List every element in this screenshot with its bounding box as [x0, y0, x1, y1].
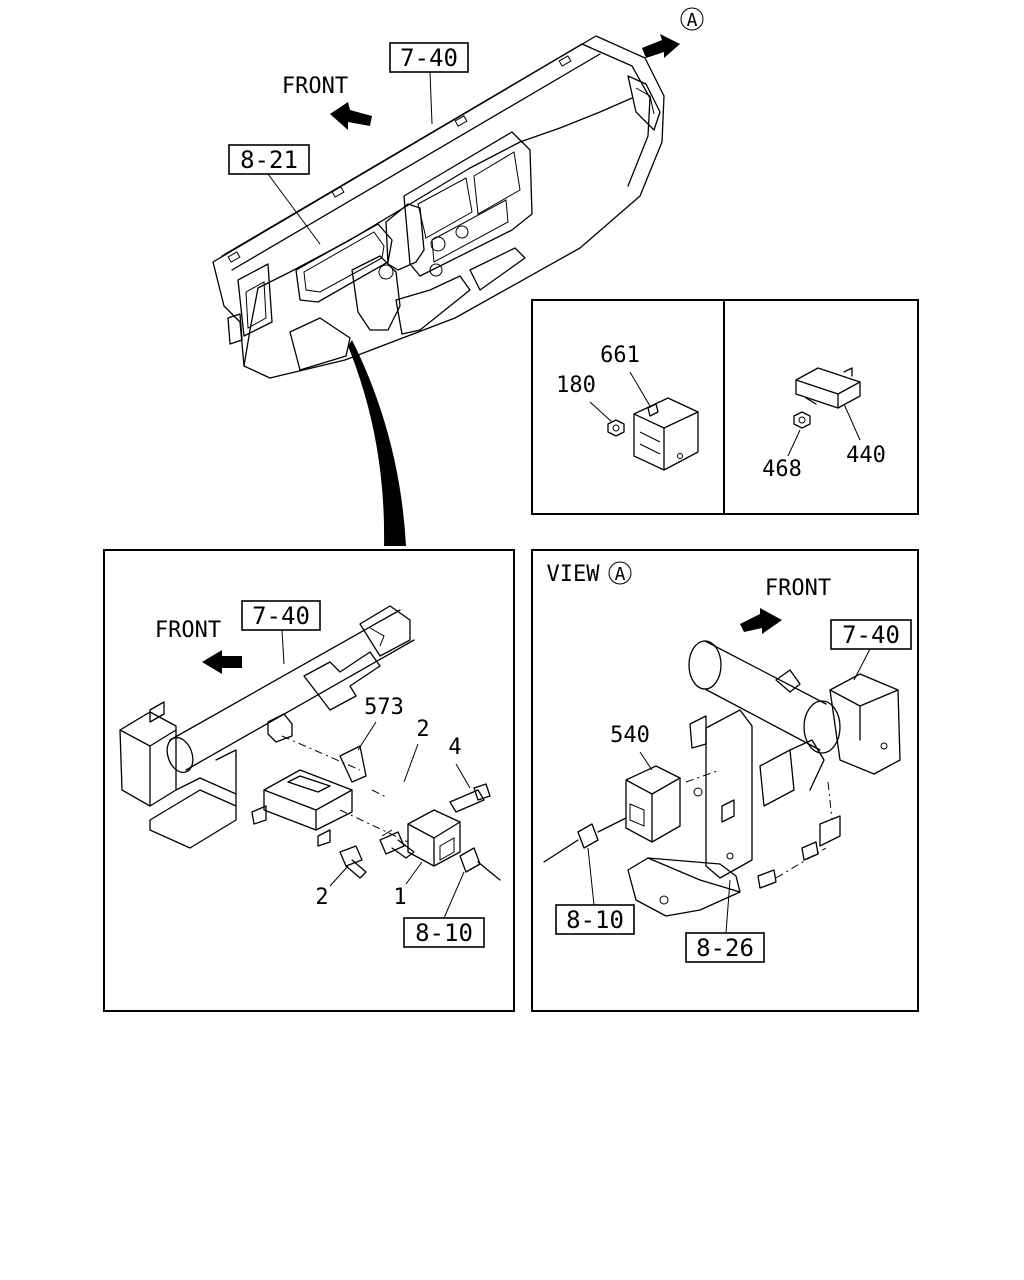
view-title: VIEW	[547, 562, 601, 587]
label-440: 440	[846, 443, 886, 468]
callout-dashboard-text: 7-40	[400, 44, 458, 72]
label-relay: 1	[393, 885, 406, 910]
left-detail-box: 573 2 4 1	[103, 549, 515, 1012]
label-bolt-top: 2	[416, 717, 429, 742]
front-label-left: FRONT	[155, 618, 221, 643]
front-arrow-top: FRONT	[282, 74, 372, 130]
label-screw: 4	[448, 735, 461, 760]
dashboard-overview	[212, 34, 680, 379]
front-label-top: FRONT	[282, 74, 348, 99]
label-468: 468	[762, 457, 802, 482]
module-540	[625, 765, 681, 843]
label-180: 180	[556, 373, 596, 398]
nut-180	[607, 419, 625, 437]
label-661: 661	[600, 343, 640, 368]
label-left-dashboard: 7-40	[252, 602, 310, 630]
view-marker-text: A	[615, 564, 626, 585]
view-marker-top-text: A	[687, 10, 698, 31]
relay-1	[407, 809, 461, 867]
label-view-dashboard: 7-40	[842, 621, 900, 649]
label-view-bracket: 8-26	[696, 934, 754, 962]
label-573: 573	[364, 695, 404, 720]
label-module: 540	[610, 723, 650, 748]
callout-dashboard: 7-40	[389, 42, 469, 125]
detail-pointer	[348, 340, 406, 546]
view-a-box: VIEW A FRONT 7-40	[531, 549, 919, 1012]
front-label-view: FRONT	[765, 576, 831, 601]
label-left-harness: 8-10	[415, 919, 473, 947]
connector-view-8-10	[543, 817, 627, 863]
view-marker-top: A	[680, 7, 704, 31]
unit-440	[795, 367, 861, 409]
detail-box: 661 180 468 440	[531, 299, 919, 515]
callout-instrument-text: 8-21	[240, 146, 298, 174]
screw-4	[449, 783, 491, 813]
bolt-2-top	[379, 829, 415, 859]
bracket-8-26	[627, 857, 741, 917]
connector-8-10	[459, 847, 501, 881]
bolt-2-bottom	[339, 845, 367, 879]
label-bolt-bottom: 2	[315, 885, 328, 910]
bracket-573	[251, 745, 367, 847]
label-view-harness: 8-10	[566, 906, 624, 934]
callout-instrument: 8-21	[228, 144, 321, 245]
nut-468	[793, 411, 811, 429]
relay-661	[633, 397, 699, 471]
